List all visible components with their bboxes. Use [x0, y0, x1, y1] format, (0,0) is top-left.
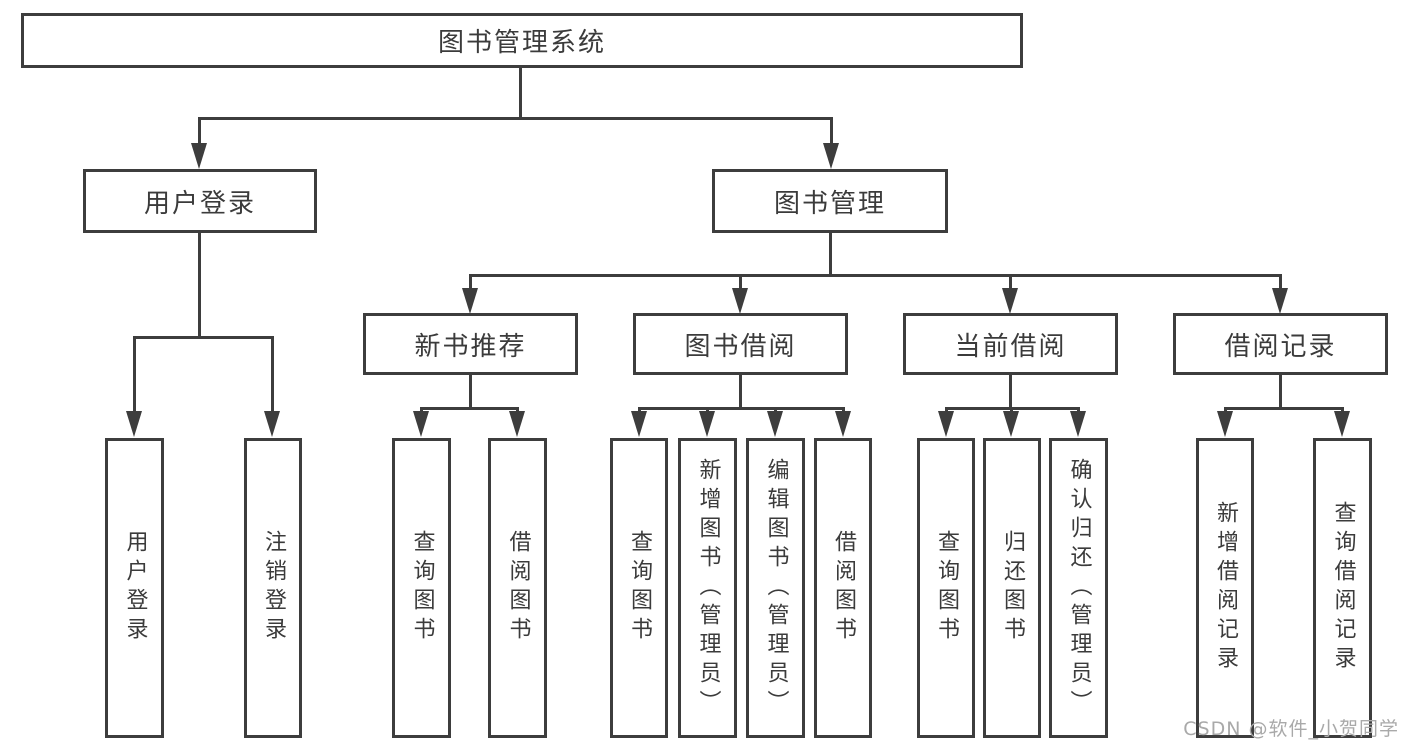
arrow-down-icon	[835, 411, 851, 437]
node-leaf-query-book-2: 查询图书	[610, 438, 668, 738]
node-leaf-confirm-return: 确认归还（管理员）	[1049, 438, 1108, 738]
node-leaf-query-book-3: 查询图书	[917, 438, 975, 738]
node-book-borrow: 图书借阅	[633, 313, 848, 375]
arrow-down-icon	[191, 143, 207, 169]
connector-line	[830, 117, 833, 147]
connector-line	[133, 336, 274, 339]
node-leaf-query-record: 查询借阅记录	[1313, 438, 1372, 738]
connector-line	[519, 68, 522, 117]
csdn-watermark: CSDN @软件_小贺同学	[1183, 718, 1399, 740]
node-user-login: 用户登录	[83, 169, 317, 233]
connector-line	[1279, 274, 1282, 292]
arrow-down-icon	[1002, 288, 1018, 314]
arrow-down-icon	[938, 411, 954, 437]
arrow-down-icon	[1003, 411, 1019, 437]
node-leaf-logout: 注销登录	[244, 438, 302, 738]
node-leaf-user-login: 用户登录	[105, 438, 164, 738]
arrow-down-icon	[823, 143, 839, 169]
node-leaf-add-book: 新增图书（管理员）	[678, 438, 737, 738]
arrow-down-icon	[1217, 411, 1233, 437]
connector-line	[829, 233, 832, 277]
connector-line	[1009, 274, 1012, 292]
connector-line	[133, 336, 136, 413]
node-leaf-add-record: 新增借阅记录	[1196, 438, 1254, 738]
connector-line	[638, 407, 845, 410]
node-root: 图书管理系统	[21, 13, 1023, 68]
connector-line	[739, 274, 742, 292]
node-current-borrow: 当前借阅	[903, 313, 1118, 375]
node-leaf-edit-book: 编辑图书（管理员）	[746, 438, 805, 738]
connector-line	[469, 274, 472, 292]
connector-line	[198, 117, 832, 120]
connector-line	[469, 274, 1282, 277]
connector-line	[420, 407, 519, 410]
connector-line	[198, 117, 201, 147]
arrow-down-icon	[631, 411, 647, 437]
node-leaf-query-book-1: 查询图书	[392, 438, 451, 738]
arrow-down-icon	[767, 411, 783, 437]
arrow-down-icon	[1070, 411, 1086, 437]
node-leaf-borrow-book-2: 借阅图书	[814, 438, 872, 738]
arrow-down-icon	[732, 288, 748, 314]
node-book-mgmt: 图书管理	[712, 169, 948, 233]
arrow-down-icon	[1334, 411, 1350, 437]
node-leaf-borrow-book-1: 借阅图书	[488, 438, 547, 738]
arrow-down-icon	[264, 411, 280, 437]
arrow-down-icon	[462, 288, 478, 314]
node-leaf-return-book: 归还图书	[983, 438, 1041, 738]
node-borrow-records: 借阅记录	[1173, 313, 1388, 375]
connector-line	[739, 375, 742, 410]
connector-line	[271, 336, 274, 413]
connector-line	[1224, 407, 1344, 410]
node-new-book-rec: 新书推荐	[363, 313, 578, 375]
arrow-down-icon	[509, 411, 525, 437]
arrow-down-icon	[126, 411, 142, 437]
connector-line	[469, 375, 472, 410]
arrow-down-icon	[413, 411, 429, 437]
arrow-down-icon	[699, 411, 715, 437]
connector-line	[198, 233, 201, 339]
connector-line	[1009, 375, 1012, 410]
arrow-down-icon	[1272, 288, 1288, 314]
connector-line	[1279, 375, 1282, 410]
